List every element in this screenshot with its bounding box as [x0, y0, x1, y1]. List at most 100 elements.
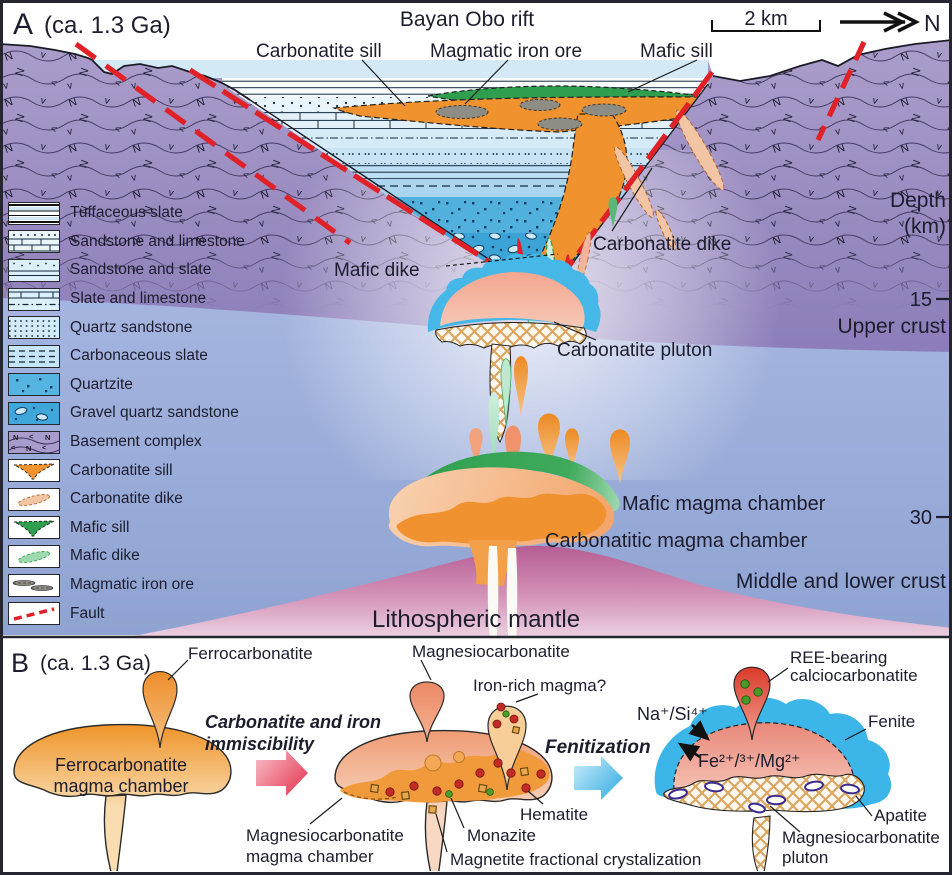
fault-swatch	[8, 602, 60, 626]
process1-line2: immiscibility	[205, 734, 315, 754]
label-fe-mg: Fe²⁺/³⁺/Mg²⁺	[698, 751, 801, 771]
sky	[0, 0, 952, 81]
legend-label: Mafic sill	[70, 518, 130, 536]
label-magnetite: Magnetite fractional crystalization	[450, 850, 701, 869]
pluton-cumulate	[435, 321, 587, 349]
gravel-quartz-sandstone-swatch	[8, 401, 60, 425]
legend-label: Carbonatite dike	[70, 490, 183, 508]
legend-item-fault: Fault	[8, 599, 245, 628]
sandstone-limestone-swatch	[8, 230, 60, 254]
svg-text:N: N	[26, 444, 31, 453]
label-mafic-magma-chamber: Mafic magma chamber	[622, 493, 826, 515]
apatite-grains	[668, 780, 860, 814]
label-monazite: Monazite	[467, 826, 536, 845]
mafic-dike-swatch	[8, 544, 60, 568]
svg-text:N: N	[45, 433, 50, 442]
legend-label: Tuffaceous slate	[70, 204, 183, 222]
legend-item-quartzite: Quartzite	[8, 371, 245, 400]
magnetite-grains	[369, 725, 530, 814]
tuffaceous-slate-swatch	[8, 201, 60, 225]
legend-item-tuffaceous-slate: Tuffaceous slate	[8, 199, 245, 228]
legend-item-magmatic-iron-ore: Magmatic iron ore	[8, 571, 245, 600]
svg-text:N: N	[13, 433, 18, 442]
magnesiocarbonatite-drop	[409, 681, 445, 743]
legend-label: Quartz sandstone	[70, 318, 193, 336]
legend-label: Carbonatite sill	[70, 461, 173, 479]
label-hematite: Hematite	[520, 805, 588, 824]
label-iron-rich-magma: Iron-rich magma?	[473, 676, 606, 695]
carbonatite-sill-swatch	[8, 459, 60, 483]
quartz-sandstone-swatch	[8, 316, 60, 340]
magmatic-iron-ore-swatch	[8, 573, 60, 597]
legend-item-carbonatite-dike: Carbonatite dike	[8, 485, 245, 514]
legend-item-carbonaceous-slate: Carbonaceous slate	[8, 342, 245, 371]
depth-label-line1: Depth	[890, 189, 946, 212]
stage2-magnesiocarbonatite-chamber	[309, 659, 553, 871]
label-mafic-dike: Mafic dike	[334, 260, 420, 281]
depth-tick-15: 15	[910, 289, 932, 311]
legend-item-sandstone-slate: Sandstone and slate	[8, 256, 245, 285]
carbonaceous-slate-swatch	[8, 344, 60, 368]
left-ridge-line	[0, 43, 251, 101]
panel-a-age: (ca. 1.3 Ga)	[44, 12, 171, 39]
process1-line1: Carbonatite and iron	[205, 712, 381, 732]
ferrocarbonatite-drop	[142, 671, 178, 749]
label-ree-line1: REE-bearing	[790, 648, 887, 667]
label-carbonatitic-magma-chamber: Carbonatitic magma chamber	[545, 530, 808, 552]
label-pluton-line2: pluton	[782, 848, 828, 867]
legend-label: Mafic dike	[70, 547, 140, 565]
na-si-arrow-icon	[688, 720, 710, 741]
pluton-root-b	[751, 815, 771, 871]
stage3-fenitized-pluton	[654, 666, 892, 871]
legend-label: Fault	[70, 604, 105, 622]
panel-b: B (ca. 1.3 Ga) Ferrocarbonatite Ferrocar…	[4, 640, 948, 871]
carbonatite-pluton-shape	[427, 253, 601, 443]
hematite-grains	[385, 702, 546, 797]
left-mountain-bump-texture	[92, 60, 256, 104]
legend-item-basement-complex: N<N <N< Basement complex	[8, 428, 245, 457]
legend-label: Slate and limestone	[70, 290, 207, 308]
mafic-magma-chamber-rim	[403, 451, 620, 512]
mantle-spike	[487, 546, 499, 658]
stage2-leaders	[309, 659, 544, 853]
svg-text:<: <	[29, 432, 34, 441]
stage1-ferrocarbonatite-chamber	[13, 659, 232, 871]
stage2-chamber-line2: magma chamber	[246, 847, 374, 866]
legend-label: Sandstone and slate	[70, 261, 212, 279]
label-upper-crust: Upper crust	[837, 315, 946, 338]
leader-lines	[361, 59, 698, 341]
legend-item-quartz-sandstone: Quartz sandstone	[8, 313, 245, 342]
fe-mg-arrow-icon	[677, 742, 701, 762]
legend-item-sandstone-limestone: Sandstone and limestone	[8, 228, 245, 257]
right-ridge-line	[712, 39, 952, 82]
legend-item-carbonatite-sill: Carbonatite sill	[8, 456, 245, 485]
legend-label: Basement complex	[70, 433, 202, 451]
legend-label: Magmatic iron ore	[70, 576, 195, 594]
scale-label: 2 km	[744, 8, 787, 30]
stage2-chamber-line1: Magnesiocarbonatite	[246, 826, 404, 845]
panel-a-title: Bayan Obo rift	[400, 8, 534, 31]
legend-item-slate-limestone: Slate and limestone	[8, 285, 245, 314]
legend-label: Quartzite	[70, 375, 133, 393]
monazite-grains	[445, 710, 510, 798]
label-fenite: Fenite	[868, 712, 915, 731]
label-carbonatite-pluton: Carbonatite pluton	[557, 340, 712, 361]
label-ferrocarbonatite-drop: Ferrocarbonatite	[188, 644, 313, 663]
carbonatite-dike-swatch	[8, 487, 60, 511]
slate-limestone-swatch	[8, 287, 60, 311]
carbonatite-feeder-column	[528, 113, 628, 277]
immiscibility-arrow-icon	[256, 750, 308, 796]
label-apatite: Apatite	[874, 806, 927, 825]
iron-ore-lenses	[435, 99, 627, 131]
legend-label: Carbonaceous slate	[70, 347, 208, 365]
stage1-chamber-line2: magma chamber	[53, 776, 188, 796]
label-mafic-sill: Mafic sill	[640, 41, 713, 62]
depth-tick-30: 30	[910, 507, 932, 529]
north-label: N	[924, 10, 941, 36]
ree-mineral-grains	[740, 679, 763, 705]
label-middle-lower-crust: Middle and lower crust	[736, 570, 946, 593]
label-magnesiocarbonatite-drop: Magnesiocarbonatite	[412, 642, 570, 661]
lithospheric-mantle-shape	[128, 545, 952, 637]
